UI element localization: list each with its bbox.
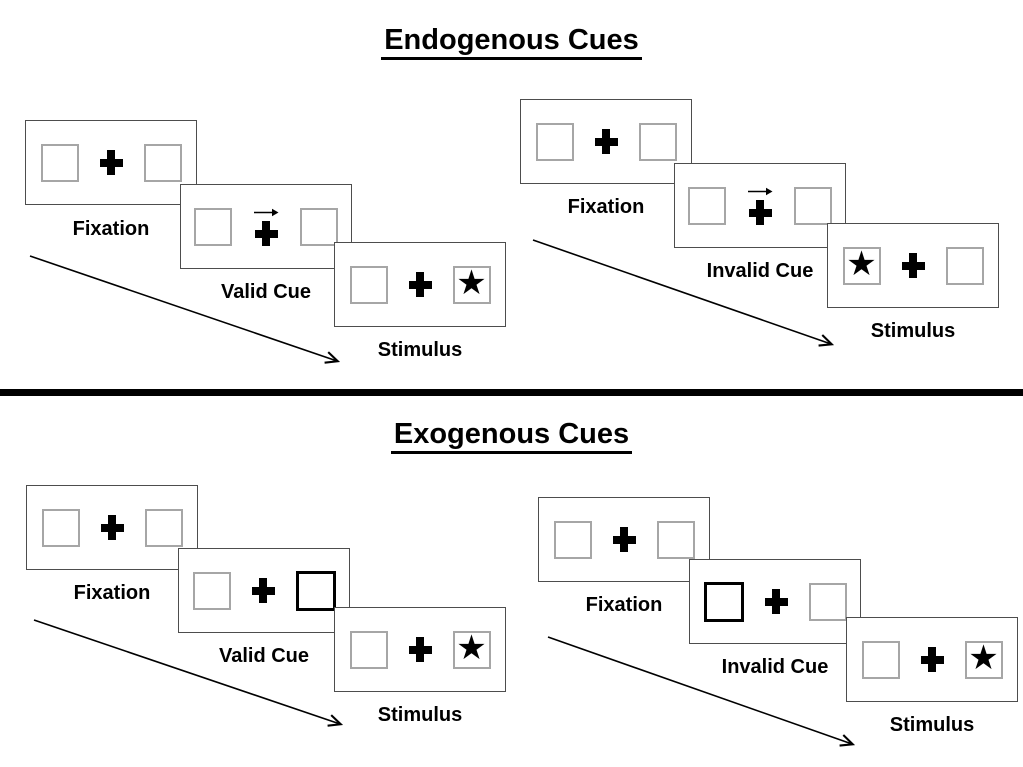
left-placeholder-box	[349, 265, 388, 304]
right-placeholder-box: ★	[452, 628, 491, 669]
screen-endogenous-invalid-cue	[674, 163, 846, 248]
fixation-cross-icon	[100, 515, 124, 540]
screen-label: Fixation	[72, 218, 150, 240]
screen-endogenous-valid-stimulus: ★	[334, 242, 506, 327]
screen-exogenous-valid-stimulus: ★	[334, 607, 506, 692]
screen-label: Fixation	[585, 594, 663, 616]
left-placeholder-box	[861, 640, 900, 679]
fixation-cross-icon	[254, 221, 278, 246]
section-title-text: Endogenous Cues	[381, 24, 642, 60]
screen-endogenous-valid-cue	[180, 184, 352, 269]
timeline-arrow	[532, 239, 842, 354]
screen-label: Stimulus	[870, 320, 956, 342]
screen-label: Fixation	[567, 196, 645, 218]
screen-label: Fixation	[73, 582, 151, 604]
fixation-cross-icon	[408, 637, 432, 662]
screen-exogenous-valid-cue	[178, 548, 350, 633]
timeline-arrow	[33, 619, 351, 734]
cue-arrow-right-icon	[748, 187, 773, 196]
fixation-cross-icon	[251, 578, 275, 603]
section-title-text: Exogenous Cues	[390, 418, 633, 454]
left-placeholder-box	[41, 508, 80, 547]
screen-endogenous-invalid-stimulus: ★	[827, 223, 999, 308]
screen-label: Valid Cue	[220, 281, 312, 303]
fixation-cross-icon	[612, 527, 636, 552]
screen-endogenous-invalid-fixation	[520, 99, 692, 184]
left-placeholder-box	[553, 520, 592, 559]
right-placeholder-box: ★	[964, 638, 1003, 679]
left-placeholder-box	[535, 122, 574, 161]
screen-label: Stimulus	[377, 339, 463, 361]
cue-arrow-right-icon	[254, 208, 279, 217]
fixation-cross-icon	[748, 200, 772, 225]
screen-exogenous-invalid-fixation	[538, 497, 710, 582]
fixation-cross-icon	[764, 589, 788, 614]
right-placeholder-box	[808, 582, 847, 621]
timeline-arrow	[547, 636, 863, 754]
central-cue-group	[747, 186, 773, 225]
section-divider	[0, 389, 1023, 396]
section-title-endogenous: Endogenous Cues	[0, 24, 1023, 60]
section-title-exogenous: Exogenous Cues	[0, 418, 1023, 454]
star-icon: ★	[846, 244, 877, 284]
star-icon: ★	[456, 628, 487, 668]
star-icon: ★	[968, 638, 999, 678]
bold-cue-box	[703, 581, 744, 622]
screen-label: Stimulus	[889, 714, 975, 736]
fixation-cross-icon	[901, 253, 925, 278]
right-placeholder-box	[144, 508, 183, 547]
central-cue-group	[253, 207, 279, 246]
right-placeholder-box	[143, 143, 182, 182]
left-placeholder-box	[194, 207, 232, 246]
left-placeholder-box	[192, 571, 231, 610]
bold-cue-box	[295, 570, 336, 611]
left-placeholder-box	[349, 630, 388, 669]
fixation-cross-icon	[99, 150, 123, 175]
screen-label: Stimulus	[377, 704, 463, 726]
right-placeholder-box	[656, 520, 695, 559]
fixation-cross-icon	[408, 272, 432, 297]
left-placeholder-box	[40, 143, 79, 182]
screen-exogenous-valid-fixation	[26, 485, 198, 570]
right-placeholder-box	[794, 186, 832, 225]
right-placeholder-box	[638, 122, 677, 161]
screen-label: Invalid Cue	[721, 656, 829, 678]
timeline-arrow	[29, 255, 347, 372]
screen-exogenous-invalid-stimulus: ★	[846, 617, 1018, 702]
fixation-cross-icon	[594, 129, 618, 154]
screen-label: Invalid Cue	[706, 260, 814, 282]
star-icon: ★	[456, 263, 487, 303]
right-placeholder-box: ★	[452, 263, 491, 304]
fixation-cross-icon	[920, 647, 944, 672]
screen-endogenous-valid-fixation	[25, 120, 197, 205]
left-placeholder-box	[688, 186, 726, 225]
screen-label: Valid Cue	[218, 645, 310, 667]
right-placeholder-box	[300, 207, 338, 246]
left-placeholder-box: ★	[842, 244, 881, 285]
right-placeholder-box	[945, 246, 984, 285]
screen-exogenous-invalid-cue	[689, 559, 861, 644]
